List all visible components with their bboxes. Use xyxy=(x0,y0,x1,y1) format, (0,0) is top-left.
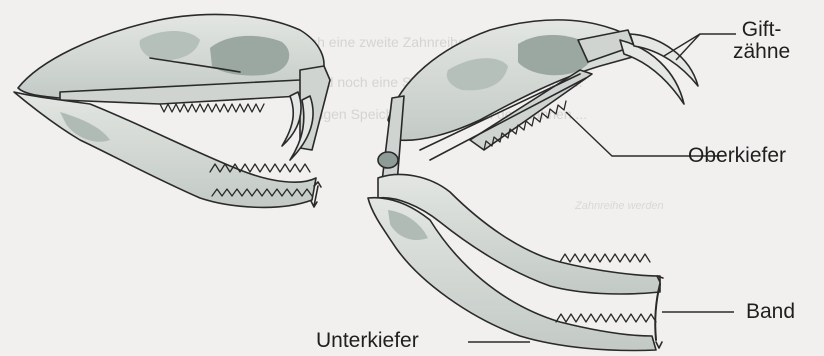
label-lower-jaw: Unterkiefer xyxy=(316,330,419,352)
mandible-teeth-right xyxy=(560,254,650,262)
label-fangs-line1: Gift- xyxy=(733,19,790,41)
label-fangs: Gift- zähne xyxy=(733,19,790,63)
palatine-teeth-left xyxy=(160,104,264,112)
skull-open xyxy=(368,20,698,350)
label-ligament: Band xyxy=(746,301,795,323)
skull-closed xyxy=(14,14,330,207)
label-upper-jaw: Oberkiefer xyxy=(688,145,786,167)
fang-left xyxy=(282,92,301,146)
label-fangs-line2: zähne xyxy=(733,41,790,63)
